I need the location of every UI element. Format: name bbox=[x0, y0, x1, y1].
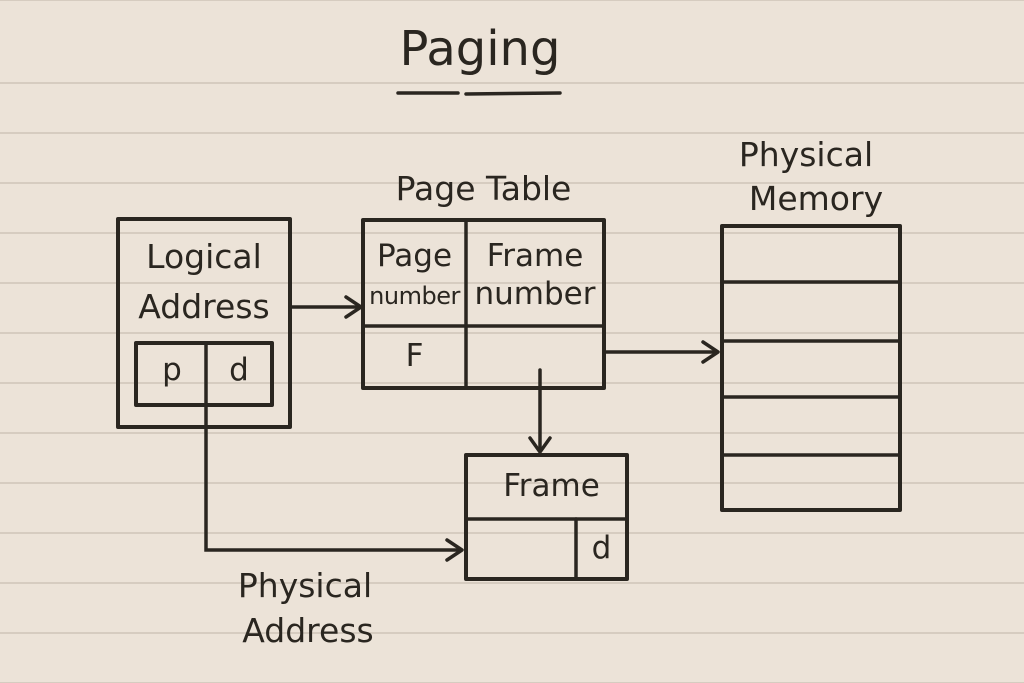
frame-box bbox=[464, 453, 629, 581]
physical-memory-label-line1: Physical bbox=[738, 135, 874, 174]
frame-number-header-line2: number bbox=[474, 276, 596, 312]
logical-address-box bbox=[116, 217, 292, 429]
physical-address-label-line1: Physical bbox=[237, 566, 373, 605]
frame-number-header-line1: Frame bbox=[486, 238, 584, 274]
title-underline bbox=[396, 91, 562, 96]
page-table-box bbox=[361, 218, 606, 390]
logical-address-label-line1: Logical bbox=[146, 237, 262, 276]
arrow-logical-to-page-table bbox=[288, 295, 363, 319]
physical-address-label-line2: Address bbox=[242, 611, 374, 650]
physical-memory-label-line2: Memory bbox=[748, 179, 884, 218]
physical-memory-box bbox=[720, 224, 902, 512]
logical-address-offset-cell: d bbox=[229, 352, 249, 388]
frame-offset-cell: d bbox=[591, 530, 612, 566]
logical-address-label-line2: Address bbox=[138, 287, 270, 326]
arrow-offset-to-frame bbox=[204, 403, 464, 562]
arrow-page-table-to-frame bbox=[528, 368, 552, 454]
page-table-label: Page Table bbox=[395, 169, 572, 208]
arrow-page-table-to-memory bbox=[602, 340, 720, 364]
page-number-header-line1: Page bbox=[376, 238, 453, 274]
logical-address-page-cell: p bbox=[162, 352, 182, 388]
frame-label: Frame bbox=[503, 468, 600, 504]
page-table-frame-value: F bbox=[405, 338, 424, 374]
diagram-title: Paging bbox=[399, 21, 561, 77]
logical-address-pd-field bbox=[134, 341, 274, 407]
page-number-header-line2: number bbox=[369, 282, 460, 310]
